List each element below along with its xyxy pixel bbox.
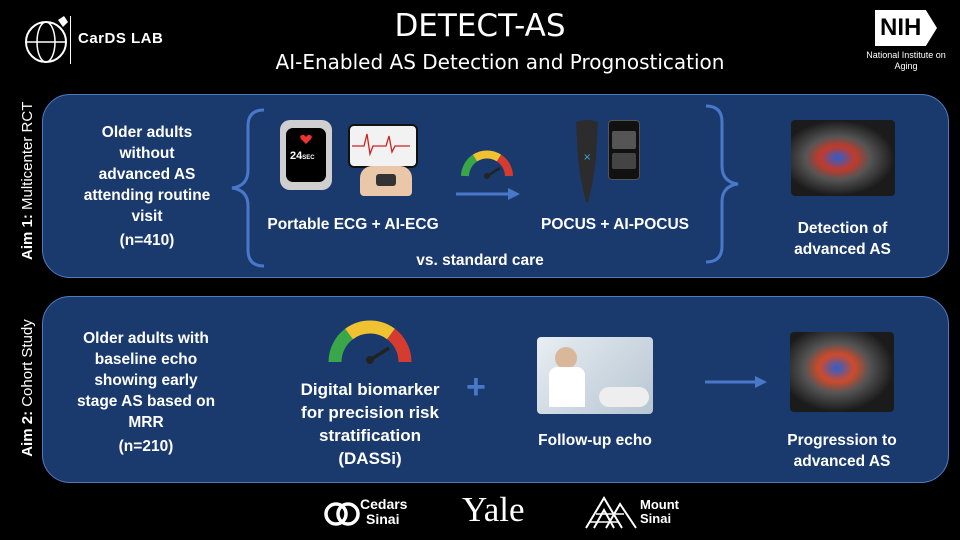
page-title: DETECT-AS (394, 8, 566, 44)
aim1-arrow-icon (456, 188, 520, 200)
digital-biomarker-label: Digital biomarker for precision risk str… (300, 380, 440, 468)
aim2-population: Older adults with baseline echo showing … (76, 330, 216, 431)
phone-ecg-image (348, 124, 418, 168)
left-brace-icon (231, 108, 265, 268)
aim2-side-label: Aim 2: Cohort Study (19, 319, 36, 457)
ultrasound-probe-image: × (576, 120, 598, 202)
yale-logo: Yale (462, 490, 525, 529)
ecg-trace-icon (352, 133, 410, 157)
plus-sign: + (466, 368, 486, 406)
cedars-sinai-logo: Cedars Sinai (322, 496, 432, 532)
followup-echo-photo (537, 337, 653, 414)
cardslab-logo: CarDS LAB (20, 14, 170, 66)
comparator-label: vs. standard care (416, 252, 544, 269)
aim1-n: (n=410) (119, 232, 175, 249)
page-subtitle: AI-Enabled AS Detection and Prognosticat… (275, 50, 725, 74)
followup-label: Follow-up echo (538, 432, 652, 449)
aim2-arrow-icon (705, 376, 767, 388)
lab-name: CarDS LAB (78, 30, 164, 47)
nih-subtitle: National Institute on Aging (866, 50, 946, 71)
svg-text:×: × (583, 152, 591, 163)
nih-logo: NIH National Institute on Aging (866, 10, 946, 80)
ecg-device-hands-image (360, 166, 412, 196)
aim2-n: (n=210) (118, 438, 174, 455)
smartwatch-image: 24SEC (280, 120, 332, 190)
watch-time: 24 (290, 150, 303, 162)
risk-gauge-small-icon (461, 150, 513, 179)
watch-unit: SEC (302, 155, 315, 161)
globe-logo-icon (25, 16, 68, 63)
aim2-outcome: Progression to advanced AS (787, 432, 897, 470)
pocus-label: POCUS + AI-POCUS (541, 216, 689, 233)
right-brace-icon (705, 104, 739, 264)
sinai-text: Sinai (366, 511, 400, 527)
echo-image-aim1 (791, 120, 895, 196)
risk-gauge-icon (328, 320, 412, 364)
mount-sinai-text: Sinai (640, 511, 672, 526)
cedars-text: Cedars (360, 496, 408, 512)
echo-image-aim2 (790, 332, 894, 412)
nih-mark: NIH (880, 14, 922, 41)
aim1-side-label: Aim 1: Multicenter RCT (19, 101, 36, 260)
ecg-label: Portable ECG + AI-ECG (267, 216, 439, 233)
mount-sinai-logo: Mount Sinai (584, 494, 694, 532)
heart-icon (300, 134, 312, 144)
aim1-population: Older adults without advanced AS attendi… (83, 124, 211, 225)
cedars-rings-icon (324, 502, 360, 526)
pocus-phone-image (608, 120, 640, 180)
mount-text: Mount (640, 497, 679, 512)
aim1-outcome: Detection of advanced AS (794, 220, 891, 258)
mount-sinai-mountain-icon (585, 496, 637, 529)
